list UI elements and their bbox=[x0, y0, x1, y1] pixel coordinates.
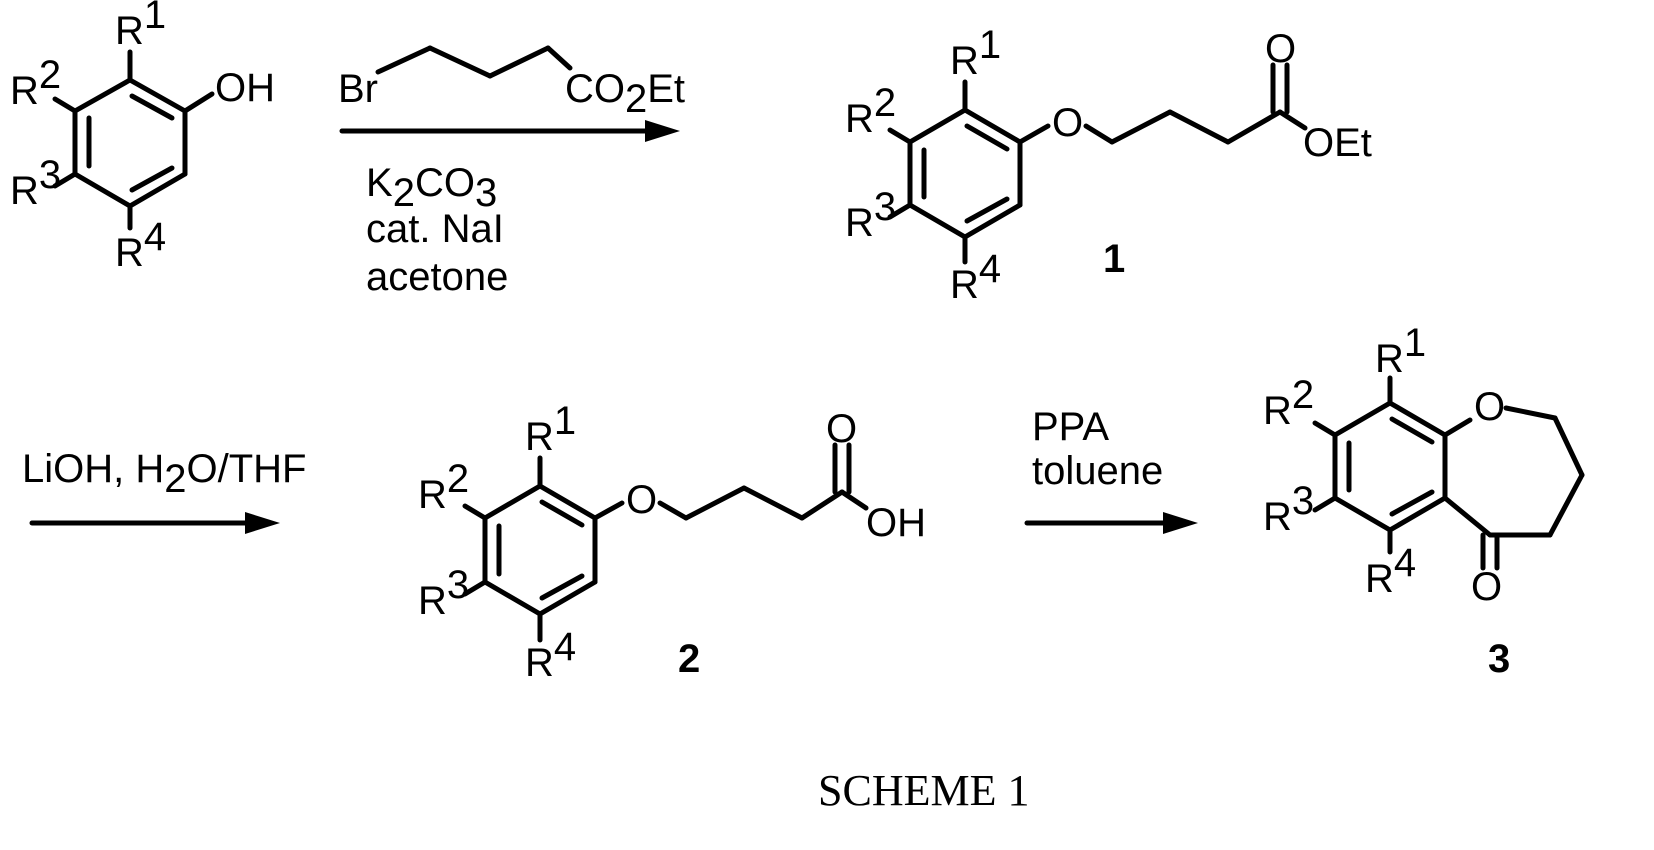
hydrolysis-reagent-label: LiOH, H2O/THF bbox=[22, 447, 306, 501]
compound-1: O O OEt R1 R2 R3 R4 1 bbox=[845, 23, 1372, 307]
r4-label-2: R4 bbox=[525, 625, 576, 685]
r2-label-2: R2 bbox=[418, 457, 469, 517]
catalyst-label: cat. NaI bbox=[366, 207, 504, 251]
starting-phenol: OH R1 R2 R3 R4 bbox=[10, 0, 275, 275]
r2-label: R2 bbox=[10, 53, 61, 113]
compound-2: O O OH R1 R2 R3 R4 2 bbox=[418, 399, 926, 685]
carbonyl-oxygen-label-1: O bbox=[1265, 27, 1296, 71]
r2-label-1: R2 bbox=[845, 81, 896, 141]
r1-label-3: R1 bbox=[1375, 321, 1426, 381]
solvent-label-3: toluene bbox=[1032, 449, 1163, 493]
bromo-reagent-label: Br bbox=[338, 67, 378, 111]
ethoxy-label: OEt bbox=[1303, 121, 1372, 165]
r1-label-2: R1 bbox=[525, 399, 576, 459]
r3-label-1: R3 bbox=[845, 185, 896, 245]
compound-number-3: 3 bbox=[1488, 637, 1510, 681]
carbonyl-oxygen-label-2: O bbox=[826, 407, 857, 451]
step1-conditions: Br CO2Et K2CO3 cat. NaI acetone bbox=[338, 48, 685, 299]
step3-conditions: PPA toluene bbox=[1027, 405, 1198, 534]
step2-arrow-head bbox=[245, 512, 280, 534]
hydroxyl-label: OH bbox=[215, 66, 275, 110]
step3-arrow-head bbox=[1163, 512, 1198, 534]
compound-number-2: 2 bbox=[678, 637, 700, 681]
r3-label: R3 bbox=[10, 153, 61, 213]
acid-hydroxyl-label: OH bbox=[866, 501, 926, 545]
ring-oxygen-label: O bbox=[1474, 385, 1505, 429]
compound-number-1: 1 bbox=[1103, 237, 1125, 281]
r4-label-1: R4 bbox=[950, 247, 1001, 307]
r3-label-3: R3 bbox=[1263, 479, 1314, 539]
ether-oxygen-label-1: O bbox=[1052, 101, 1083, 145]
scheme-caption: SCHEME 1 bbox=[818, 766, 1029, 815]
ppa-reagent-label: PPA bbox=[1032, 405, 1109, 449]
ketone-oxygen-label: O bbox=[1471, 565, 1502, 609]
r1-label-1: R1 bbox=[950, 23, 1001, 83]
r3-label-2: R3 bbox=[418, 563, 469, 623]
ether-oxygen-label-2: O bbox=[626, 478, 657, 522]
step2-conditions: LiOH, H2O/THF bbox=[22, 447, 306, 534]
r2-label-3: R2 bbox=[1263, 373, 1314, 433]
solvent-label-1: acetone bbox=[366, 255, 508, 299]
step1-arrow-head bbox=[645, 120, 680, 142]
compound-3: O O R1 R2 R3 R4 3 bbox=[1263, 321, 1582, 681]
r4-label: R4 bbox=[115, 215, 166, 275]
ester-reagent-label: CO2Et bbox=[565, 67, 685, 121]
r1-label: R1 bbox=[115, 0, 166, 53]
